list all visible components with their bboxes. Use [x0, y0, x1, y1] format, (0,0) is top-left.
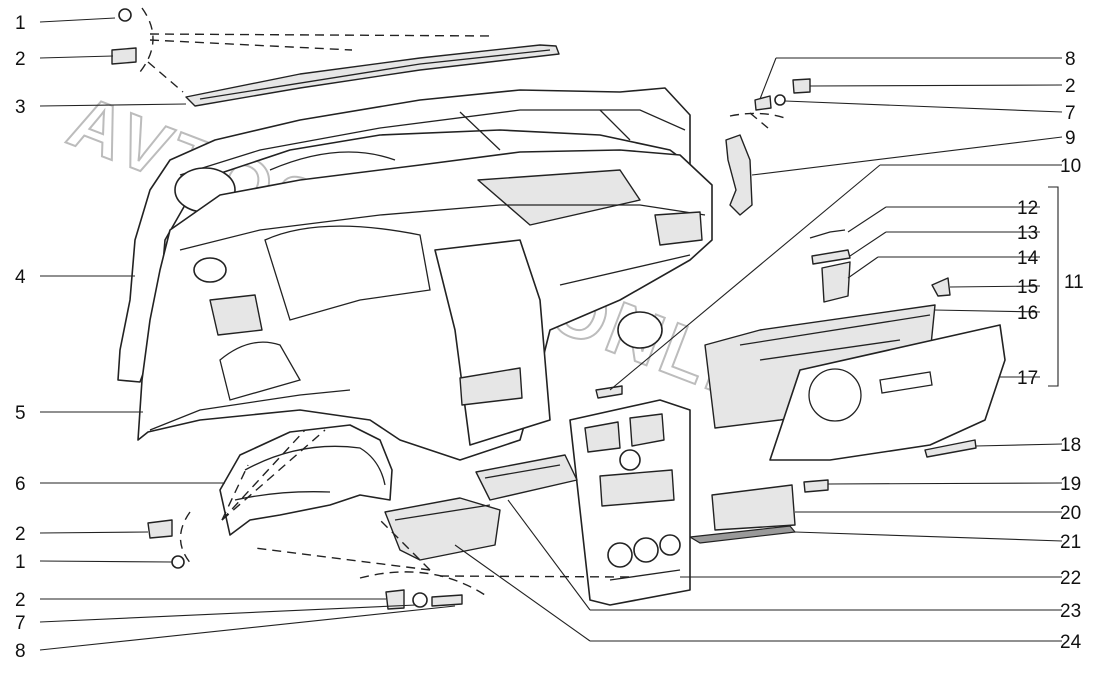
callout-7-right: 7 — [1065, 103, 1076, 124]
callout-8-top: 8 — [1065, 49, 1076, 70]
callout-2-right: 2 — [1065, 76, 1076, 97]
callouts-right: 8 2 7 9 10 12 13 14 15 16 17 18 19 20 21… — [1017, 49, 1084, 653]
bracket-11 — [1048, 186, 1059, 387]
part-lower-pocket — [384, 497, 501, 561]
callout-2-bottom: 2 — [15, 590, 26, 611]
callouts-left: 1 2 3 4 5 6 2 1 2 7 8 — [15, 13, 26, 662]
part-top-trim-strip — [185, 44, 560, 107]
callout-15: 15 — [1017, 277, 1038, 298]
callout-1-mid: 1 — [15, 552, 26, 573]
callout-12: 12 — [1017, 198, 1038, 219]
part-main-dashboard — [137, 149, 713, 461]
assembly-arrows — [139, 7, 786, 596]
callout-18: 18 — [1060, 435, 1081, 456]
part-cluster-hood — [219, 424, 393, 536]
callout-24: 24 — [1060, 632, 1082, 653]
callout-16: 16 — [1017, 303, 1038, 324]
callout-20: 20 — [1060, 503, 1081, 524]
callout-6: 6 — [15, 474, 26, 495]
callout-13: 13 — [1017, 223, 1038, 244]
callout-1-top: 1 — [15, 13, 26, 34]
callout-23: 23 — [1060, 601, 1081, 622]
part-side-bracket — [725, 134, 753, 216]
part-center-console — [569, 399, 691, 606]
callout-21: 21 — [1060, 532, 1081, 553]
part-glovebox-hardware — [803, 229, 977, 493]
part-clips-screws — [111, 8, 811, 610]
callout-10: 10 — [1060, 156, 1081, 177]
callout-3: 3 — [15, 97, 26, 118]
part-storage-lid — [688, 484, 797, 544]
callout-5: 5 — [15, 403, 26, 424]
part-upper-tray — [475, 454, 578, 501]
callout-2-mid: 2 — [15, 524, 26, 545]
callout-4: 4 — [15, 267, 26, 288]
callout-11-bracket: 11 — [1064, 272, 1084, 293]
callout-8-bottom: 8 — [15, 641, 26, 662]
callout-2-top: 2 — [15, 49, 26, 70]
callout-22: 22 — [1060, 568, 1081, 589]
callout-19: 19 — [1060, 474, 1081, 495]
callout-7-bottom: 7 — [15, 613, 26, 634]
callout-14: 14 — [1017, 248, 1039, 269]
callout-17: 17 — [1017, 368, 1038, 389]
part-glovebox — [704, 304, 1006, 461]
callout-9: 9 — [1065, 128, 1076, 149]
leader-lines — [39, 17, 1063, 651]
